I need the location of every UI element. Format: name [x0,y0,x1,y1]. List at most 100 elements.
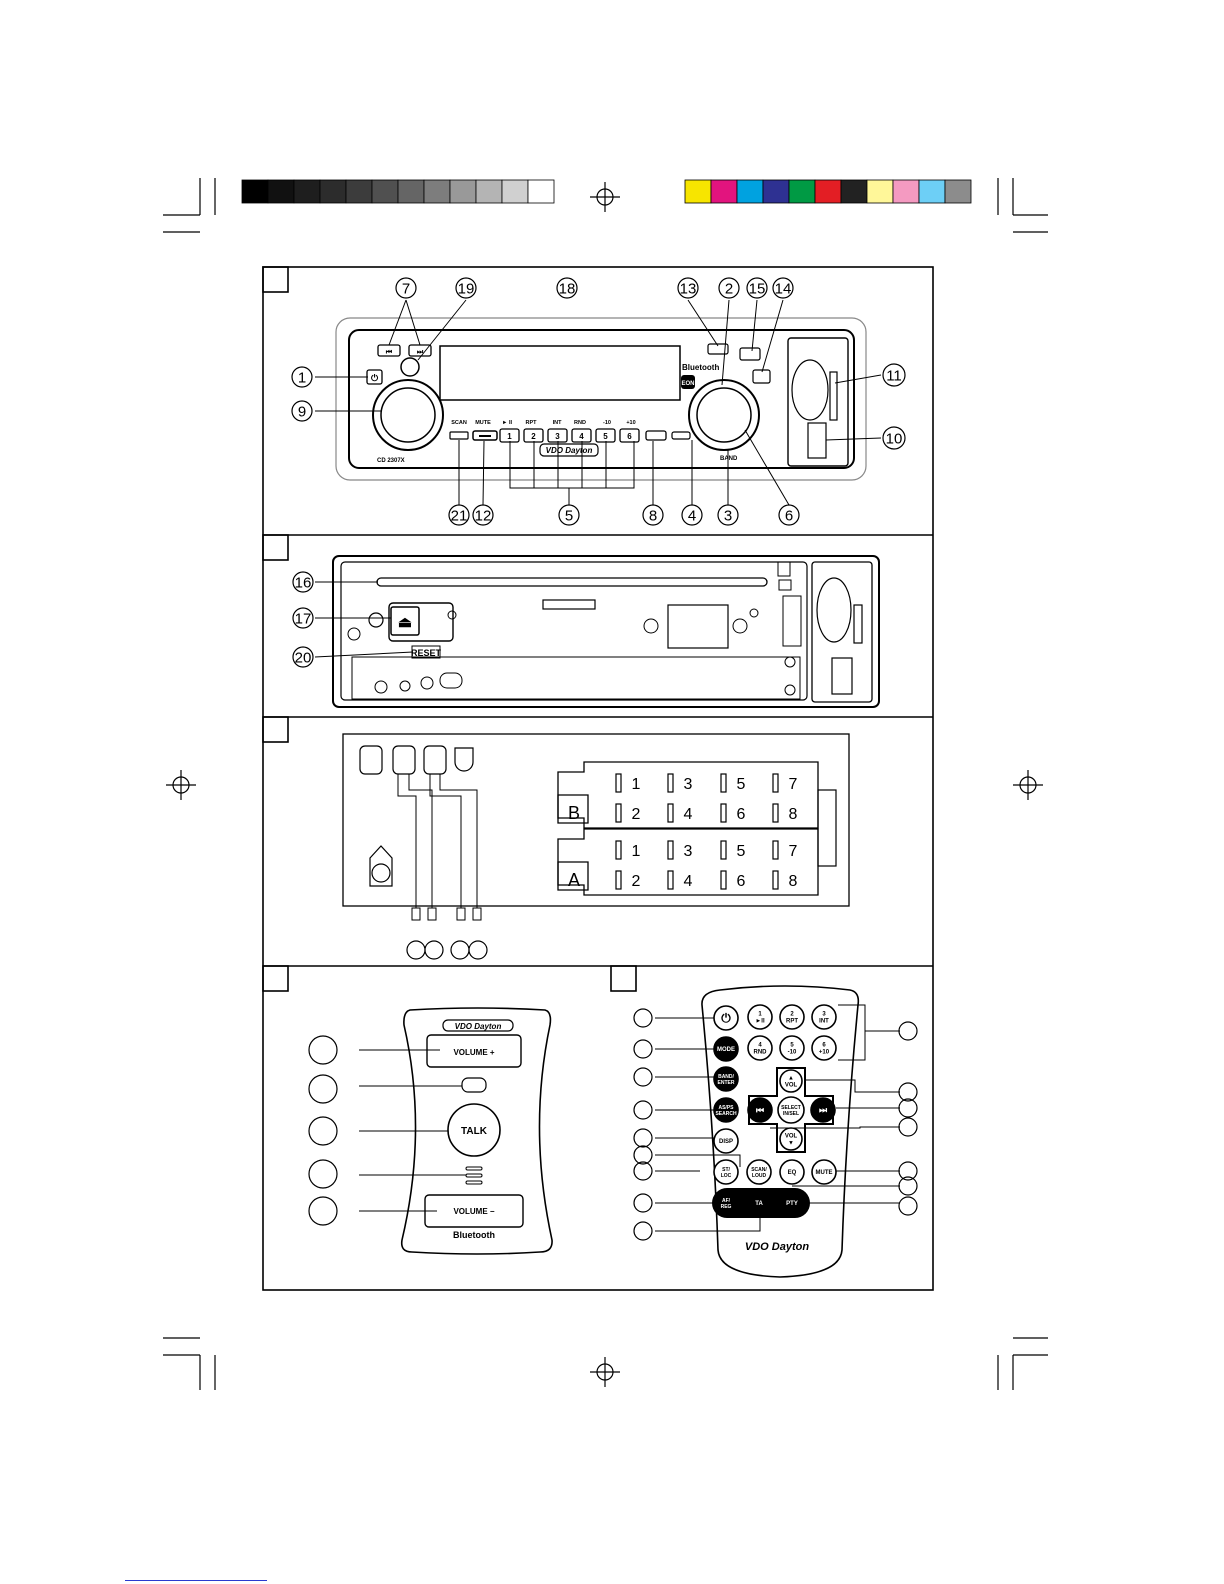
bt-remote-body [400,1007,553,1255]
ir-disp-button[interactable] [713,1128,739,1154]
ir-band-enter-button[interactable] [713,1066,739,1092]
connector-pin [720,803,727,823]
ir-number-key[interactable] [811,1035,837,1061]
pin-number: 4 [684,806,693,823]
footnote-separator [125,1562,267,1581]
usb-port-chassis [831,657,853,695]
ir-prev-button[interactable] [747,1097,773,1123]
rca-plugs [411,907,482,921]
ir-number-key[interactable] [779,1004,805,1030]
panel-ir-remote: ⏻1►II2RPT3INT4RND5-106+10MODEBAND/ENTERA… [633,985,918,1278]
scan-button[interactable] [449,431,469,440]
disp-button[interactable] [645,430,667,441]
ir-band-enter-button-label: ENTER [718,1080,735,1086]
ir-remote-keys: ⏻1►II2RPT3INT4RND5-106+10MODEBAND/ENTERA… [712,1004,837,1218]
sd-slit-chassis [853,604,863,644]
side-latch [782,595,802,647]
process-color-bar [684,179,972,204]
gray-swatch [527,179,555,204]
callout-circle [395,277,417,299]
call-button[interactable] [739,347,761,361]
ir-number-key[interactable] [811,1004,837,1030]
volume-up-button[interactable] [426,1034,522,1068]
ir-st-loc-button[interactable] [713,1159,739,1185]
figure-frame [262,266,934,1291]
ir-eq-button[interactable] [779,1159,805,1185]
preset-button-label: 3 [555,432,560,441]
ir-mute-button-label: MUTE [816,1170,833,1176]
preset-button[interactable] [619,428,640,443]
color-swatch [814,179,842,204]
ta-button[interactable] [671,431,691,440]
ir-vol-up-button[interactable] [779,1069,803,1093]
rear-panel [342,733,850,907]
crop-marks [163,178,1048,1390]
power-icon: ⏻ [371,373,379,383]
ir-number-key-label: RPT [786,1019,798,1025]
connector-pin [772,803,779,823]
rca-cables [397,774,478,908]
ir-number-key-label: 4 [758,1043,762,1049]
eject-housing [388,602,454,642]
ir-as-ps-search-button-label: SEARCH [715,1111,737,1117]
connector-pin [772,870,779,890]
connector-pin [667,840,674,860]
front-key-caption: RND [574,420,586,426]
gray-swatch [475,179,503,204]
color-swatch [762,179,790,204]
callout-number: 10 [886,430,903,447]
callout-circle [882,426,906,450]
ir-number-key-label: 1 [758,1012,762,1018]
pin-number: 6 [737,806,746,823]
callout-number: 16 [295,574,312,591]
pin-number: 8 [789,873,798,890]
callout-circle [642,504,664,526]
connector-pin [667,803,674,823]
callout-circle [558,504,580,526]
ir-ta-button[interactable] [746,1190,772,1216]
eject-button[interactable] [390,606,420,636]
cd-slot [376,577,768,587]
pin-number: 8 [789,806,798,823]
ir-next-button[interactable] [810,1097,836,1123]
ir-select-button[interactable] [777,1096,805,1124]
front-brand-plate [539,443,599,457]
ir-number-key-label: RND [754,1050,768,1056]
ir-mute-button[interactable] [811,1159,837,1185]
chassis-inner [340,561,808,701]
callout-number: 8 [649,507,657,524]
talk-button[interactable] [447,1103,501,1157]
ir-select-button-label: SELECT [781,1105,801,1111]
tuning-knob[interactable] [696,387,752,443]
color-swatch [918,179,946,204]
sd-slot-chassis [816,577,852,643]
ir-scan-loud-button[interactable] [746,1159,772,1185]
latch-tab-2 [778,579,792,591]
bt-callouts [308,1035,338,1226]
callout-number: 15 [749,280,766,297]
color-swatch [710,179,738,204]
ir-number-key[interactable] [747,1004,773,1030]
callout-circle [292,607,314,629]
ir-number-key[interactable] [747,1035,773,1061]
eject-icon: ⏏ [398,614,412,631]
rail-hole-2 [399,680,411,692]
card-slot-cover [787,337,849,467]
callout-circle [681,504,703,526]
chassis-rail [351,656,801,700]
eject-front-button[interactable] [752,369,771,384]
ir-number-key[interactable] [779,1035,805,1061]
ir-mode-button-label: MODE [717,1047,735,1053]
connector-pin [667,773,674,793]
callout-circle [472,504,494,526]
ir-pty-button-label: PTY [786,1201,798,1207]
callout-leaders-2 [314,581,414,658]
apt-button[interactable] [707,343,729,355]
volume-knob[interactable] [380,387,436,443]
callout-number: 19 [458,280,475,297]
front-key-caption: -10 [603,420,611,426]
